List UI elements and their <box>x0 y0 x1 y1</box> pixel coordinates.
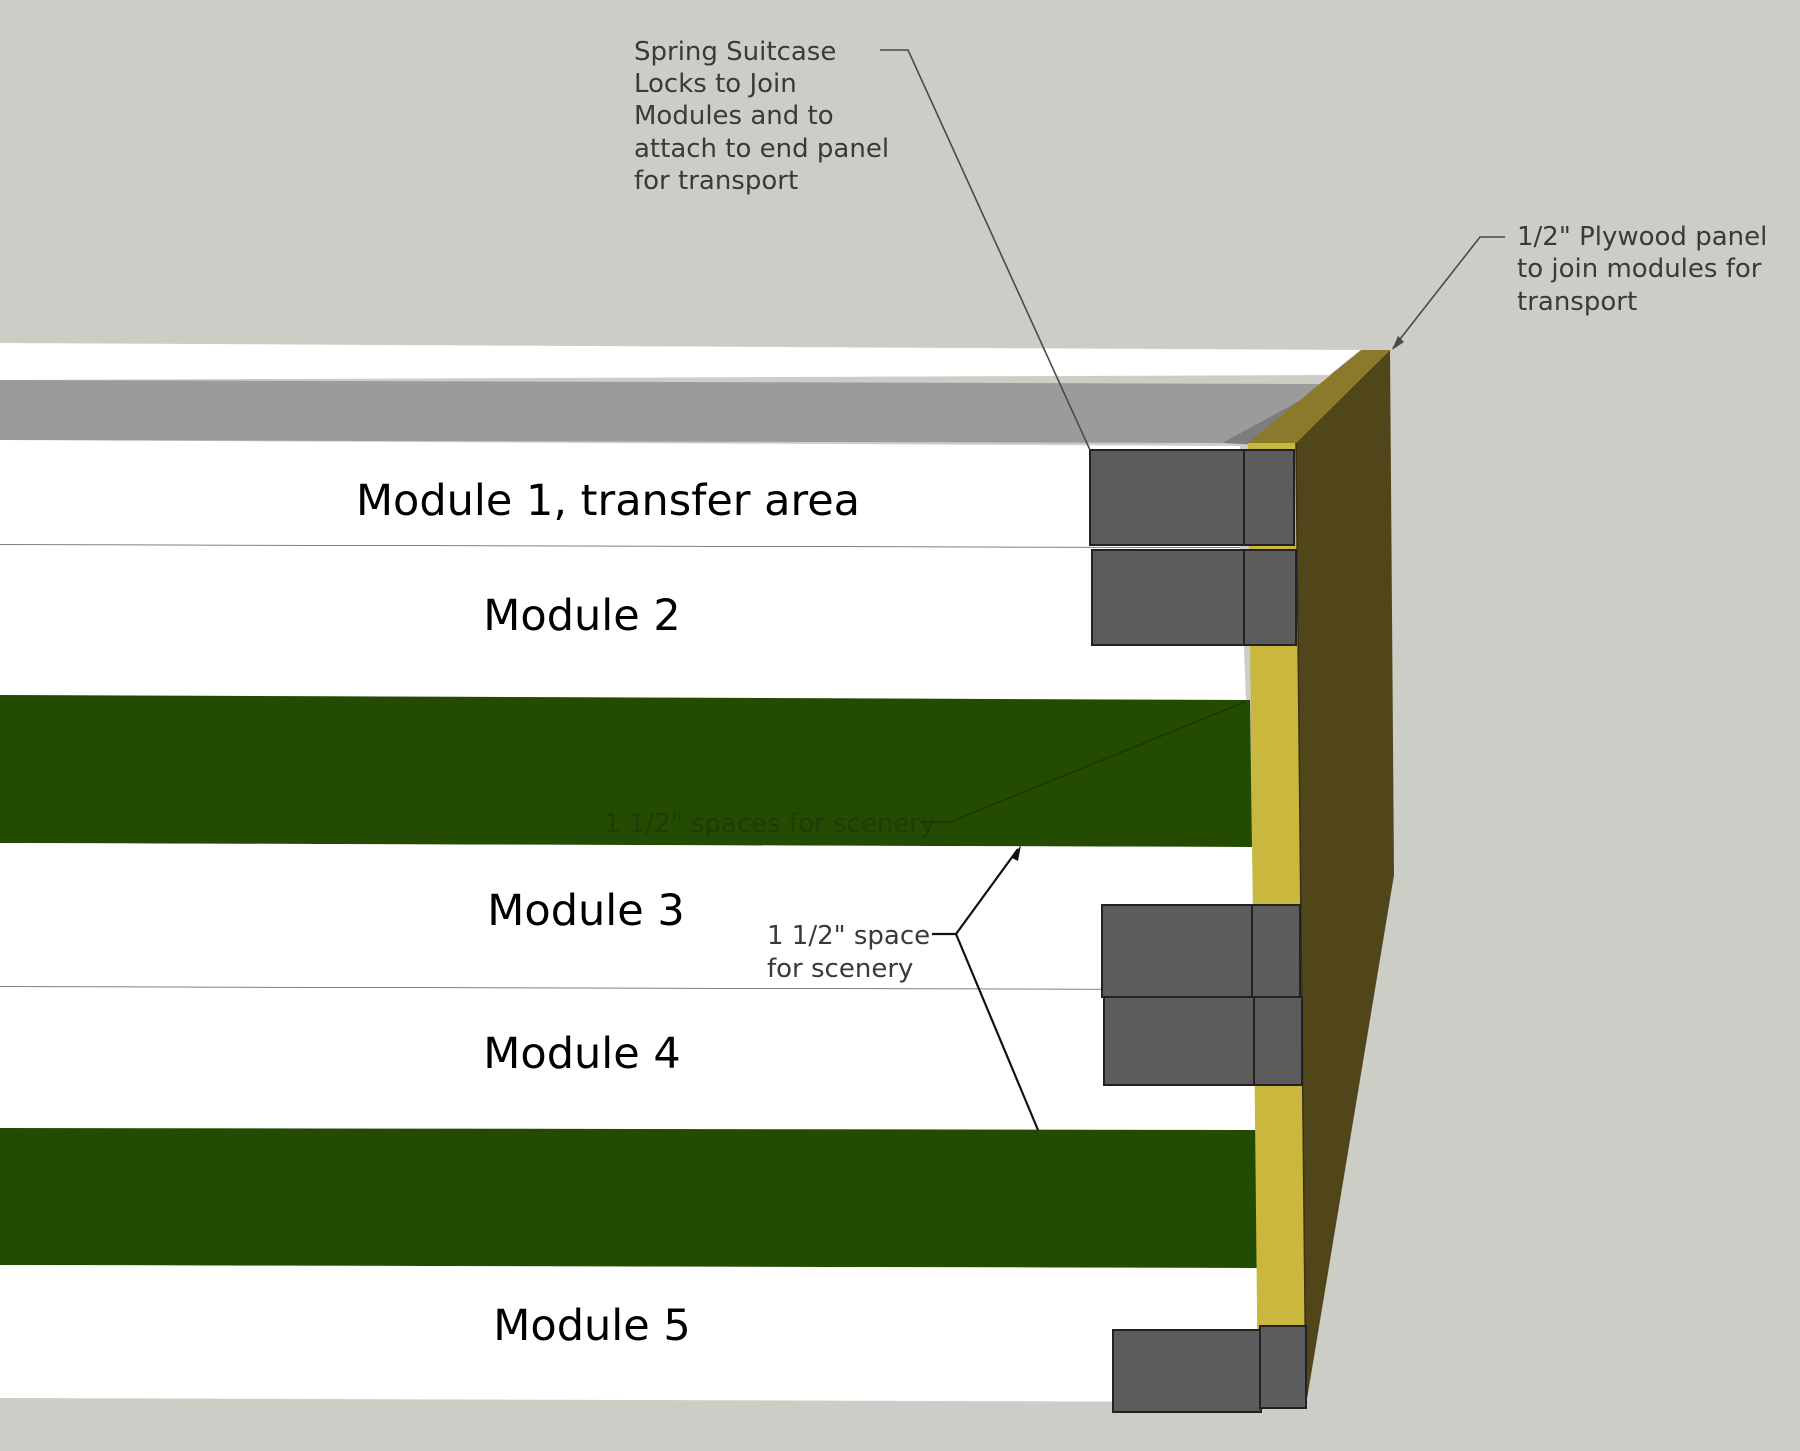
leader-line <box>1392 236 1505 349</box>
leader-line <box>954 933 1040 1131</box>
annotation-line: to join modules for <box>1517 254 1762 284</box>
leader-line <box>880 49 1091 451</box>
annotation-line: transport <box>1517 287 1637 317</box>
module-3-label: Module 3 <box>487 886 684 936</box>
module-1-label: Module 1, transfer area <box>356 476 860 526</box>
module-1-face <box>0 440 1240 548</box>
annotation-line: Locks to Join <box>634 69 797 99</box>
annotation-line: Spring Suitcase <box>634 37 836 67</box>
scenery-space-2 <box>0 1128 1258 1268</box>
annotation-plywood-panel: 1/2" Plywood panel to join modules for t… <box>1392 222 1767 350</box>
module-3-face <box>0 843 1254 990</box>
module-5-label: Module 5 <box>493 1301 690 1351</box>
annotation-line: for scenery <box>767 954 913 984</box>
leader-line <box>920 701 1246 823</box>
suitcase-lock-upper <box>1089 449 1297 646</box>
module-5-face <box>0 1265 1260 1402</box>
annotation-line: attach to end panel <box>634 134 889 164</box>
annotation-line: 1 1/2" space <box>767 921 930 951</box>
plywood-panel-face <box>1296 350 1394 1405</box>
arrowhead <box>1392 336 1404 350</box>
arrowhead <box>1012 845 1021 861</box>
suitcase-lock-middle <box>1101 904 1303 1086</box>
top-gray-face <box>0 380 1330 443</box>
annotation-line: for transport <box>634 166 798 196</box>
scenery-space-1 <box>0 695 1252 847</box>
annotation-space-for-scenery: 1 1/2" space for scenery <box>767 845 1040 1131</box>
module-4-label: Module 4 <box>483 1029 680 1079</box>
annotation-line: 1/2" Plywood panel <box>1517 222 1767 252</box>
top-rim-strip <box>0 343 1361 380</box>
annotation-line: Modules and to <box>634 101 834 131</box>
top-corner-bevel <box>1222 350 1361 445</box>
module-4-face <box>0 987 1256 1130</box>
suitcase-lock-lower <box>1112 1325 1307 1413</box>
annotation-spaces-for-scenery: 1 1/2" spaces for scenery <box>604 701 1246 839</box>
annotation-suitcase-locks: Spring Suitcase Locks to Join Modules an… <box>634 37 1091 451</box>
plywood-panel-top <box>1248 350 1390 443</box>
annotation-text: 1 1/2" spaces for scenery <box>604 809 935 839</box>
module-2-label: Module 2 <box>483 591 680 641</box>
module-2-face <box>0 545 1246 700</box>
